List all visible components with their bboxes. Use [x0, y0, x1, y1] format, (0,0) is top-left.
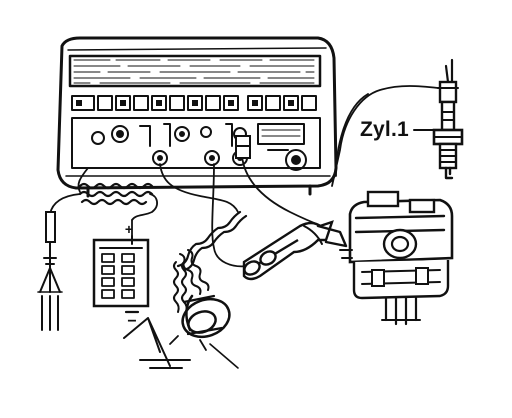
trigger-clamp-icon: [235, 135, 251, 159]
pulley-marker: [123, 317, 239, 369]
timing-light-cable: [159, 163, 248, 313]
inductive-clamp-icon: [242, 220, 348, 281]
battery-plus-label: +: [125, 221, 133, 237]
ignition-coil-icon: [339, 190, 454, 326]
battery-cable: [49, 167, 158, 237]
engine-tester-icon: [56, 36, 338, 198]
cylinder-1-label: Zyl.1: [360, 118, 409, 141]
ground-probe-icon: [37, 211, 63, 331]
battery-icon: [92, 235, 150, 314]
spark-plug-icon: [432, 58, 464, 180]
battery-minus-label: −: [127, 313, 136, 330]
timing-light-icon: [169, 294, 231, 351]
